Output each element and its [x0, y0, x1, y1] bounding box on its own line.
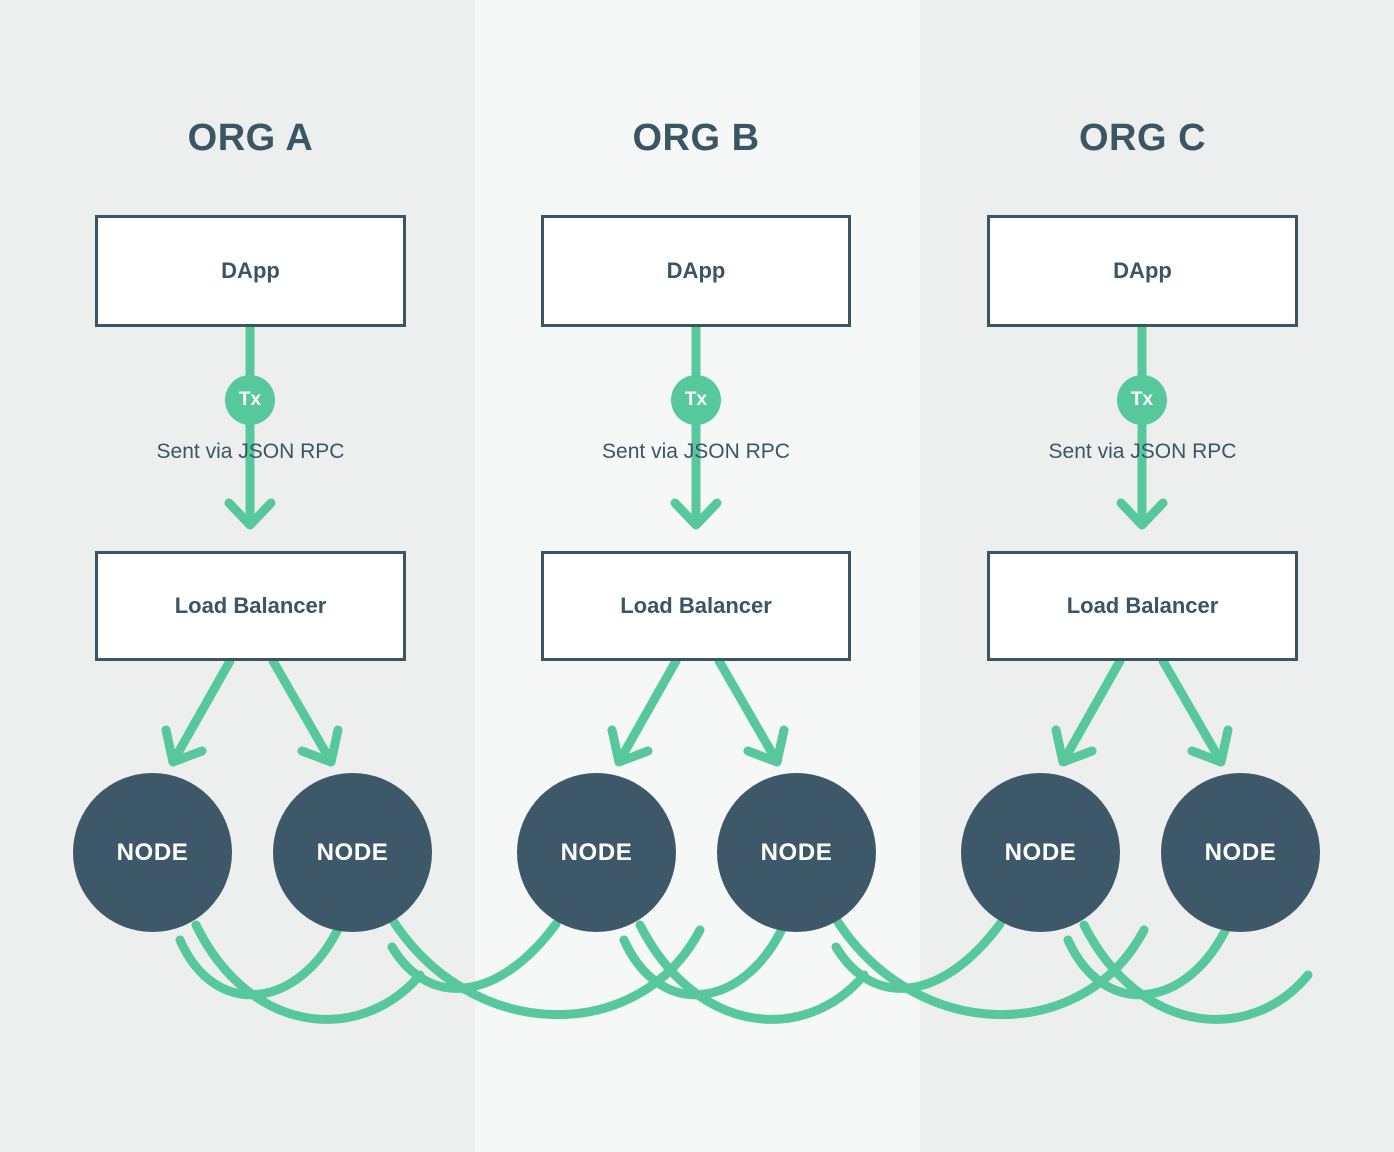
node-circle-c1[interactable]: NODE	[961, 773, 1120, 932]
tx-badge-a: Tx	[225, 375, 275, 425]
org-title-b: ORG B	[632, 117, 760, 159]
load-balancer-box-a[interactable]: Load Balancer	[95, 551, 406, 661]
org-title-c: ORG C	[1078, 117, 1207, 159]
rpc-label-a: Sent via JSON RPC	[156, 440, 345, 463]
org-title-a: ORG A	[187, 117, 314, 159]
load-balancer-box-b[interactable]: Load Balancer	[541, 551, 851, 661]
dapp-box-a[interactable]: DApp	[95, 215, 406, 327]
tx-badge-b: Tx	[671, 375, 721, 425]
node-circle-b2[interactable]: NODE	[717, 773, 876, 932]
node-circle-a2[interactable]: NODE	[273, 773, 432, 932]
rpc-label-b: Sent via JSON RPC	[602, 440, 790, 463]
node-circle-b1[interactable]: NODE	[517, 773, 676, 932]
tx-badge-c: Tx	[1117, 375, 1167, 425]
dapp-box-c[interactable]: DApp	[987, 215, 1298, 327]
node-circle-a1[interactable]: NODE	[73, 773, 232, 932]
load-balancer-box-c[interactable]: Load Balancer	[987, 551, 1298, 661]
rpc-label-c: Sent via JSON RPC	[1048, 440, 1237, 463]
node-circle-c2[interactable]: NODE	[1161, 773, 1320, 932]
dapp-box-b[interactable]: DApp	[541, 215, 851, 327]
